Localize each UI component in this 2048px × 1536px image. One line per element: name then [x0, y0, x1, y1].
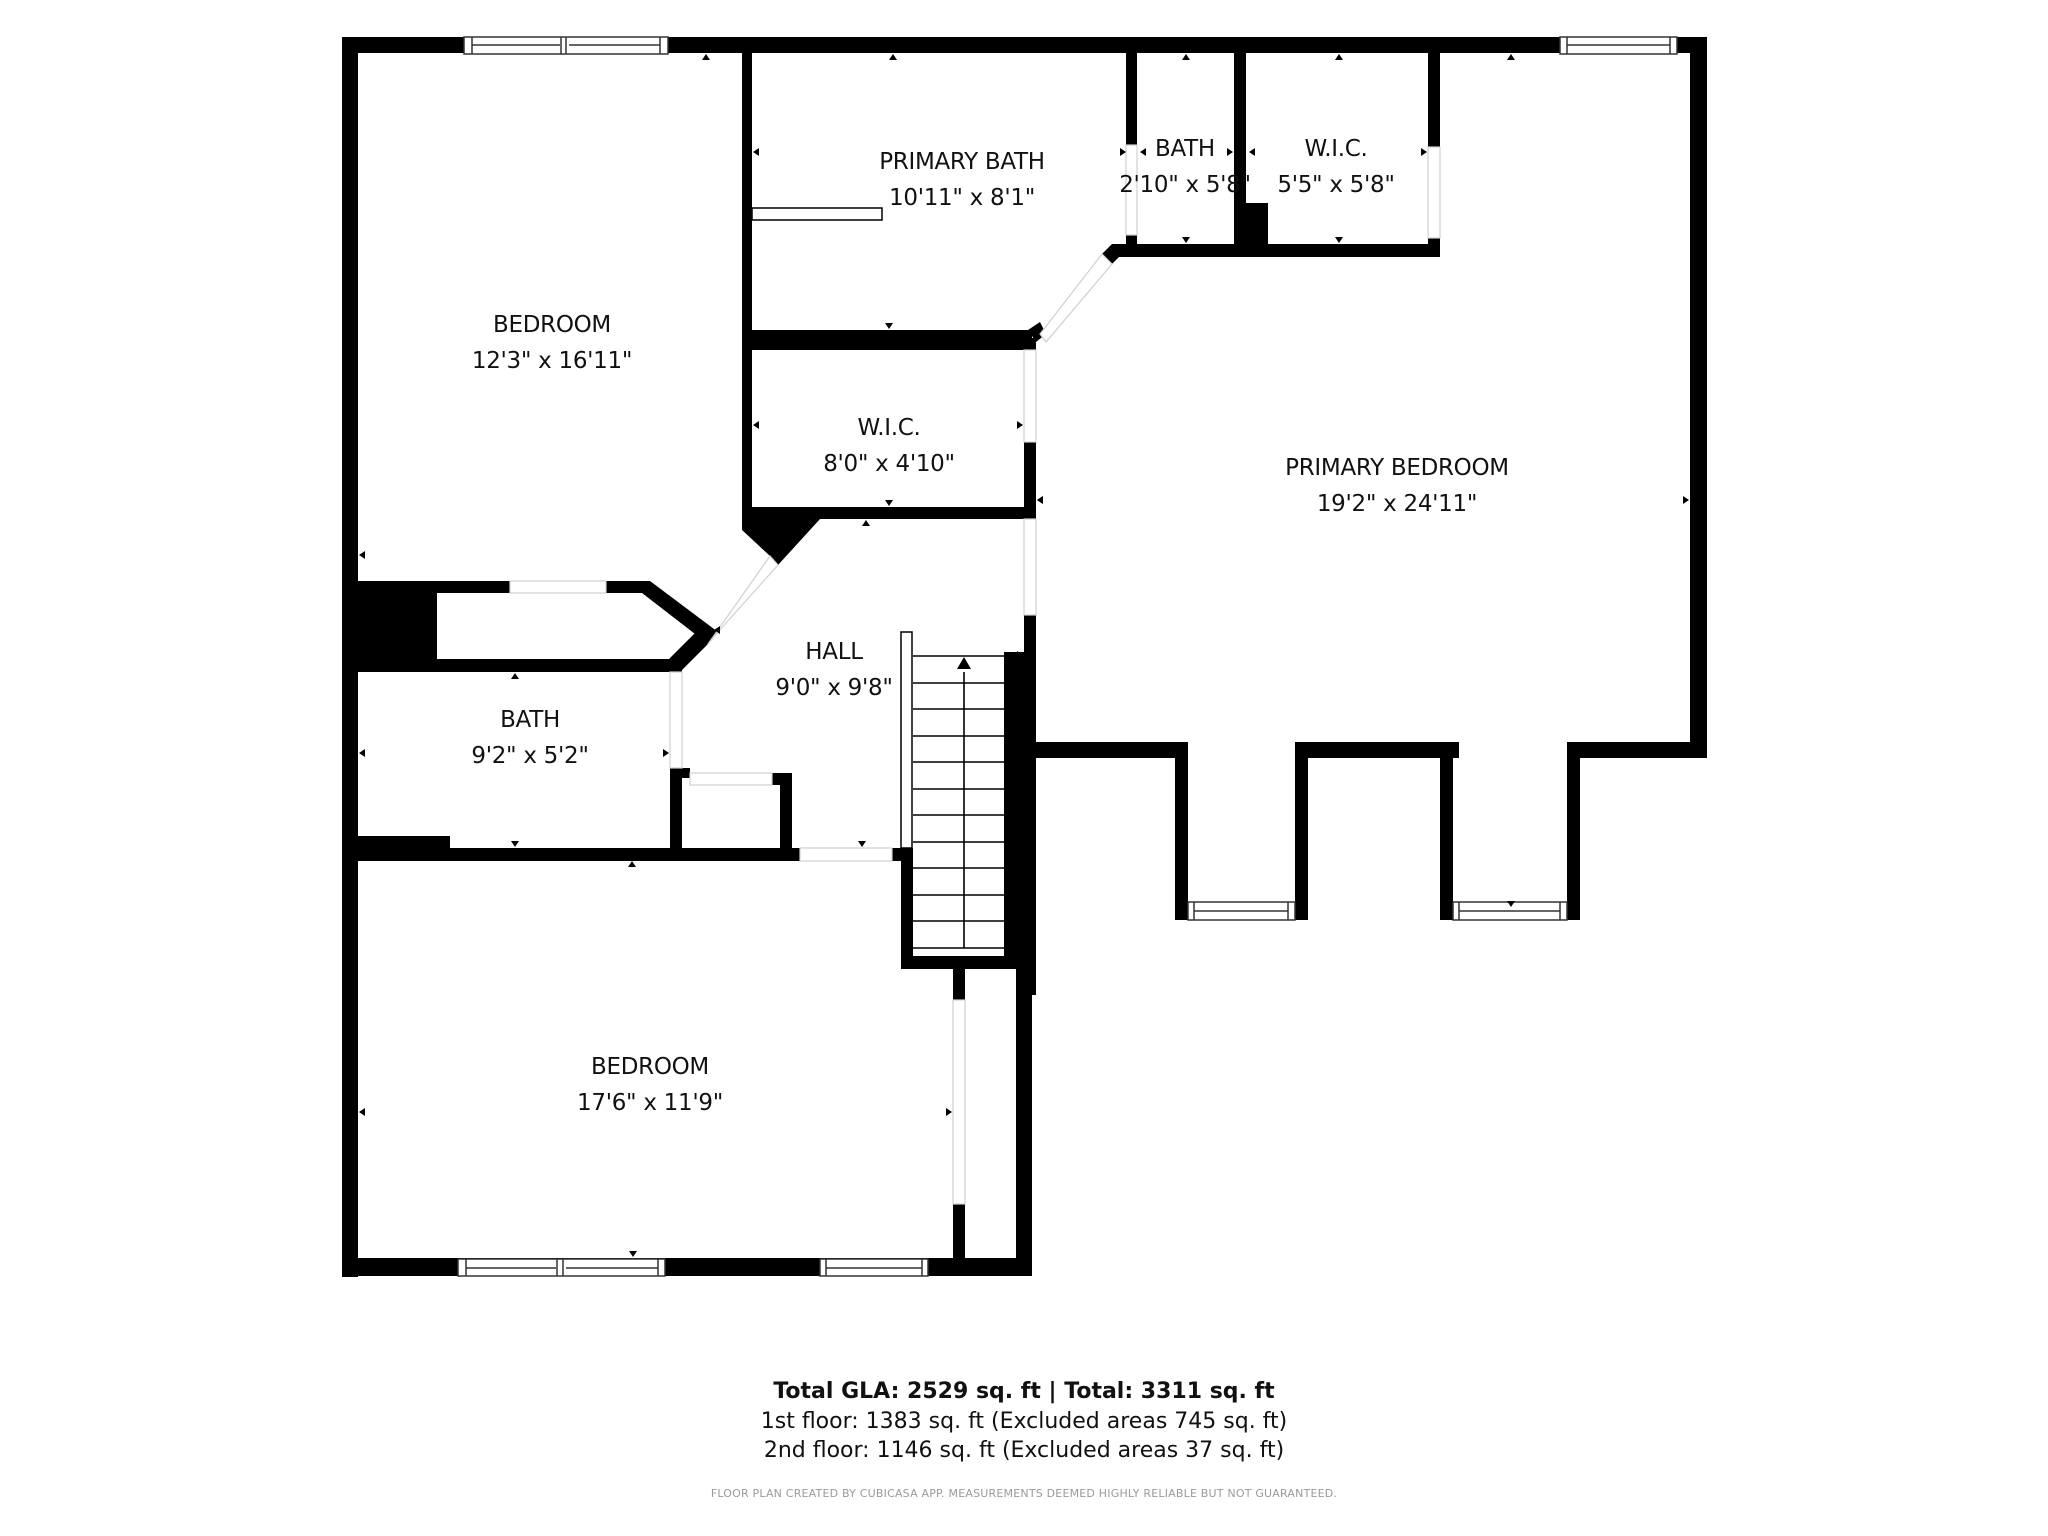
- room-dimensions: 2'10" x 5'8": [1119, 172, 1251, 198]
- room-name: PRIMARY BATH: [879, 149, 1045, 175]
- room-dimensions: 9'0" x 9'8": [775, 675, 893, 701]
- room-name: HALL: [805, 639, 863, 665]
- credit-disclaimer: FLOOR PLAN CREATED BY CUBICASA APP. MEAS…: [710, 1487, 1338, 1500]
- room-name: PRIMARY BEDROOM: [1285, 455, 1509, 481]
- room-dimensions: 19'2" x 24'11": [1316, 491, 1478, 517]
- room-bedroom-1: BEDROOM 12'3" x 16'11": [471, 307, 633, 379]
- first-floor-area: 1st floor: 1383 sq. ft (Excluded areas 7…: [760, 1409, 1288, 1434]
- room-bath-small: BATH 2'10" x 5'8": [1119, 131, 1251, 203]
- room-name: BATH: [1155, 136, 1215, 162]
- room-wic-middle: W.I.C. 8'0" x 4'10": [823, 410, 955, 482]
- room-dimensions: 12'3" x 16'11": [471, 348, 633, 374]
- room-dimensions: 8'0" x 4'10": [823, 451, 955, 477]
- room-name: BEDROOM: [591, 1054, 709, 1080]
- shelf: [751, 207, 883, 221]
- room-name: BEDROOM: [493, 312, 611, 338]
- second-floor-area: 2nd floor: 1146 sq. ft (Excluded areas 3…: [763, 1438, 1285, 1463]
- room-hall: HALL 9'0" x 9'8": [775, 634, 893, 706]
- windows: [457, 36, 1678, 1277]
- door-openings: [509, 144, 1441, 1205]
- staircase: [900, 631, 1014, 949]
- dimension-markers: [359, 54, 1689, 1257]
- room-bath-2: BATH 9'2" x 5'2": [471, 702, 589, 774]
- room-bedroom-2: BEDROOM 17'6" x 11'9": [577, 1049, 723, 1121]
- room-primary-bath: PRIMARY BATH 10'11" x 8'1": [879, 144, 1045, 216]
- total-area-summary: Total GLA: 2529 sq. ft | Total: 3311 sq.…: [773, 1379, 1275, 1404]
- room-dimensions: 9'2" x 5'2": [471, 743, 589, 769]
- room-name: BATH: [500, 707, 560, 733]
- room-wic-upper: W.I.C. 5'5" x 5'8": [1277, 131, 1395, 203]
- room-primary-bedroom: PRIMARY BEDROOM 19'2" x 24'11": [1285, 450, 1509, 522]
- room-dimensions: 5'5" x 5'8": [1277, 172, 1395, 198]
- room-dimensions: 10'11" x 8'1": [889, 185, 1035, 211]
- room-name: W.I.C.: [1304, 136, 1368, 162]
- walls: [342, 37, 1707, 1277]
- room-name: W.I.C.: [857, 415, 921, 441]
- stair-up-arrow-icon: [957, 657, 971, 669]
- room-dimensions: 17'6" x 11'9": [577, 1090, 723, 1116]
